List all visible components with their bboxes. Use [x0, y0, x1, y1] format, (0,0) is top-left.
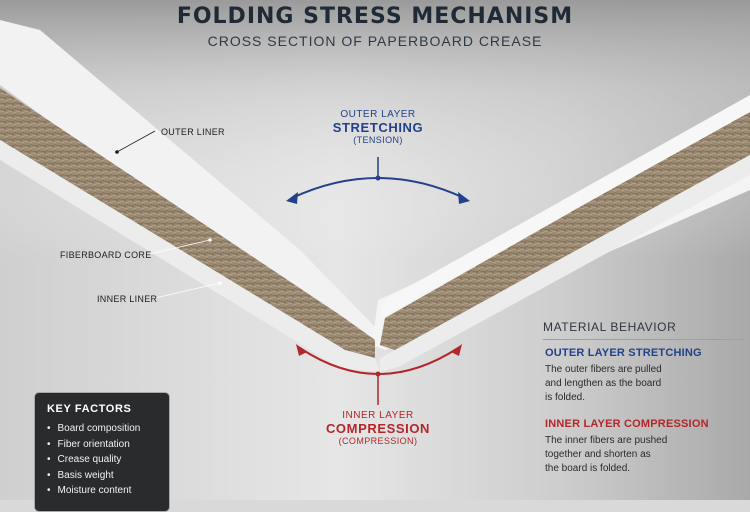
- inner-liner-leader: [154, 282, 221, 299]
- outer-callout-line1: OUTER LAYER: [340, 109, 416, 120]
- key-factor-item: Board composition: [47, 421, 169, 437]
- crease-illustration: [0, 0, 750, 500]
- material-behavior-title: MATERIAL BEHAVIOR: [543, 320, 677, 334]
- tension-arrow-left-icon: [286, 192, 298, 204]
- fiberboard-core-left: [0, 88, 375, 358]
- page-title: FOLDING STRESS MECHANISM: [176, 4, 574, 29]
- material-divider: [543, 339, 743, 340]
- outer-liner-edge-right: [380, 95, 750, 318]
- key-factors-panel: KEY FACTORS Board composition Fiber orie…: [34, 392, 170, 512]
- outer-stretching-text: The outer fibers are pulled and lengthen…: [545, 364, 662, 403]
- material-behavior-panel: MATERIAL BEHAVIOR OUTER LAYER STRETCHING…: [535, 316, 750, 500]
- key-factor-item: Fiber orientation: [47, 437, 169, 453]
- outer-layer-callout: OUTER LAYER STRETCHING (TENSION): [318, 109, 438, 145]
- inner-liner-right: [380, 155, 750, 372]
- inner-compression-heading: INNER LAYER COMPRESSION: [545, 418, 709, 430]
- outer-callout-line3: (TENSION): [353, 135, 403, 145]
- label-outer-liner: OUTER LINER: [161, 127, 225, 137]
- key-factor-item: Moisture content: [47, 483, 169, 499]
- inner-layer-callout: INNER LAYER COMPRESSION (COMPRESSION): [318, 410, 438, 446]
- inner-callout-line3: (COMPRESSION): [338, 436, 418, 446]
- key-factor-item: Crease quality: [47, 452, 169, 468]
- inner-compression-text: The inner fibers are pushed together and…: [545, 435, 668, 474]
- compression-arrow-right-icon: [451, 344, 462, 356]
- outer-callout-line2: STRETCHING: [332, 120, 424, 135]
- label-inner-liner: INNER LINER: [97, 294, 158, 304]
- page-subtitle: CROSS SECTION OF PAPERBOARD CREASE: [207, 33, 543, 49]
- fiberboard-core-leader: [149, 239, 211, 255]
- compression-arrow-left-icon: [296, 344, 307, 356]
- label-fiberboard-core: FIBERBOARD CORE: [60, 250, 152, 260]
- outer-liner-surface-left: [0, 20, 378, 350]
- outer-stretching-heading: OUTER LAYER STRETCHING: [545, 347, 702, 359]
- inner-callout-line2: COMPRESSION: [325, 421, 431, 436]
- outer-liner-leader: [116, 130, 156, 153]
- inner-liner-left: [0, 140, 380, 372]
- fiberboard-core-right: [380, 110, 750, 350]
- tension-arrow-right-icon: [458, 192, 470, 204]
- key-factors-title: KEY FACTORS: [47, 403, 132, 415]
- key-factor-item: Basis weight: [47, 468, 169, 484]
- inner-callout-line1: INNER LAYER: [342, 410, 414, 421]
